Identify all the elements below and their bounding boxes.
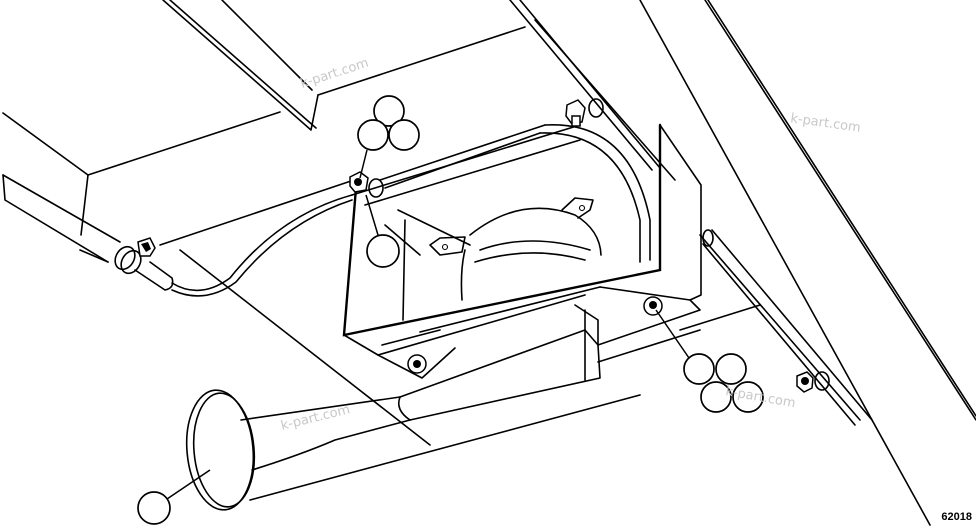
- trumpet-horn: [185, 304, 601, 511]
- callout-horn: [137, 491, 171, 525]
- fasteners: [349, 98, 830, 393]
- wire-harness: [2, 124, 581, 297]
- grommet-right: [702, 229, 714, 247]
- callout-group-lower-right: [683, 353, 764, 413]
- callout-group-upper: [357, 95, 420, 151]
- callout-leaders: [166, 149, 690, 500]
- horn-motor: [429, 197, 602, 301]
- watermark-3: k-part.com: [279, 402, 351, 434]
- nut-upper-mid: [565, 98, 604, 127]
- watermark-2: k-part.com: [789, 111, 861, 136]
- nut-upper-left: [349, 171, 384, 198]
- nut-bracket-left: [407, 354, 427, 374]
- callouts: [137, 95, 764, 525]
- callout-clip: [366, 234, 400, 268]
- nut-lower-right: [796, 371, 830, 393]
- watermark-1: k-part.com: [299, 56, 371, 92]
- figure-id: 62018: [941, 511, 972, 523]
- nut-bracket-right: [643, 296, 663, 316]
- horn-bracket: [342, 123, 702, 379]
